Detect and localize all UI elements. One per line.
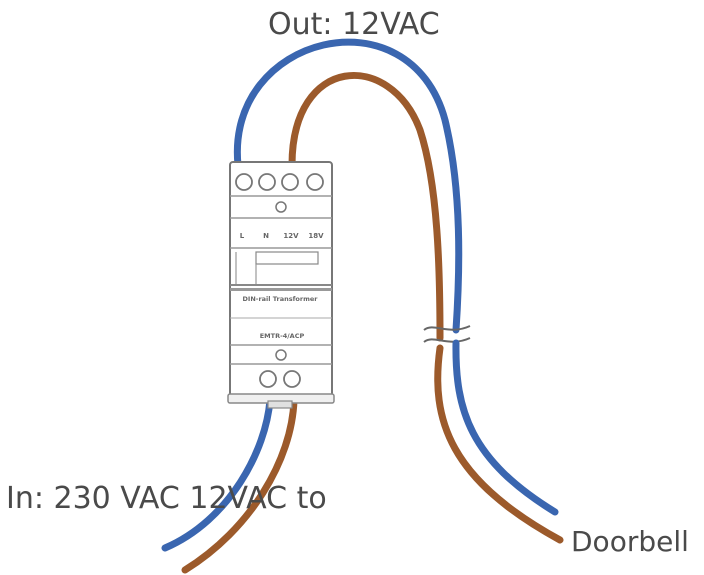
brown-wire-input bbox=[181, 396, 298, 574]
break-mark-top bbox=[423, 325, 471, 331]
transformer-device: L N 12V 18V DIN-rail Transformer EMTR-4/… bbox=[227, 161, 335, 409]
blue-wire-to-doorbell bbox=[452, 339, 559, 516]
break-mark-bottom bbox=[423, 337, 471, 343]
terminal-mark-n: N bbox=[263, 232, 269, 240]
input-label: In: 230 VAC 12VAC to bbox=[6, 481, 327, 516]
terminal-mark-18v: 18V bbox=[308, 232, 324, 240]
output-label: Out: 12VAC bbox=[268, 7, 440, 42]
bottom-terminal-row bbox=[259, 370, 301, 388]
model-text: DIN-rail Transformer bbox=[243, 295, 319, 303]
blue-wire-input bbox=[161, 396, 274, 552]
doorbell-label: Doorbell bbox=[571, 525, 689, 558]
terminal-mark-l: L bbox=[240, 232, 245, 240]
blue-wire-top-loop bbox=[233, 38, 463, 334]
brown-wire-to-doorbell bbox=[434, 344, 564, 544]
top-terminal-row bbox=[235, 173, 324, 191]
terminal-mark-12v: 12V bbox=[283, 232, 299, 240]
part-text: EMTR-4/ACP bbox=[260, 332, 305, 340]
bottom-screw-icon bbox=[275, 349, 287, 361]
top-screw-icon bbox=[275, 201, 287, 213]
brown-wire-top-loop bbox=[288, 71, 444, 342]
